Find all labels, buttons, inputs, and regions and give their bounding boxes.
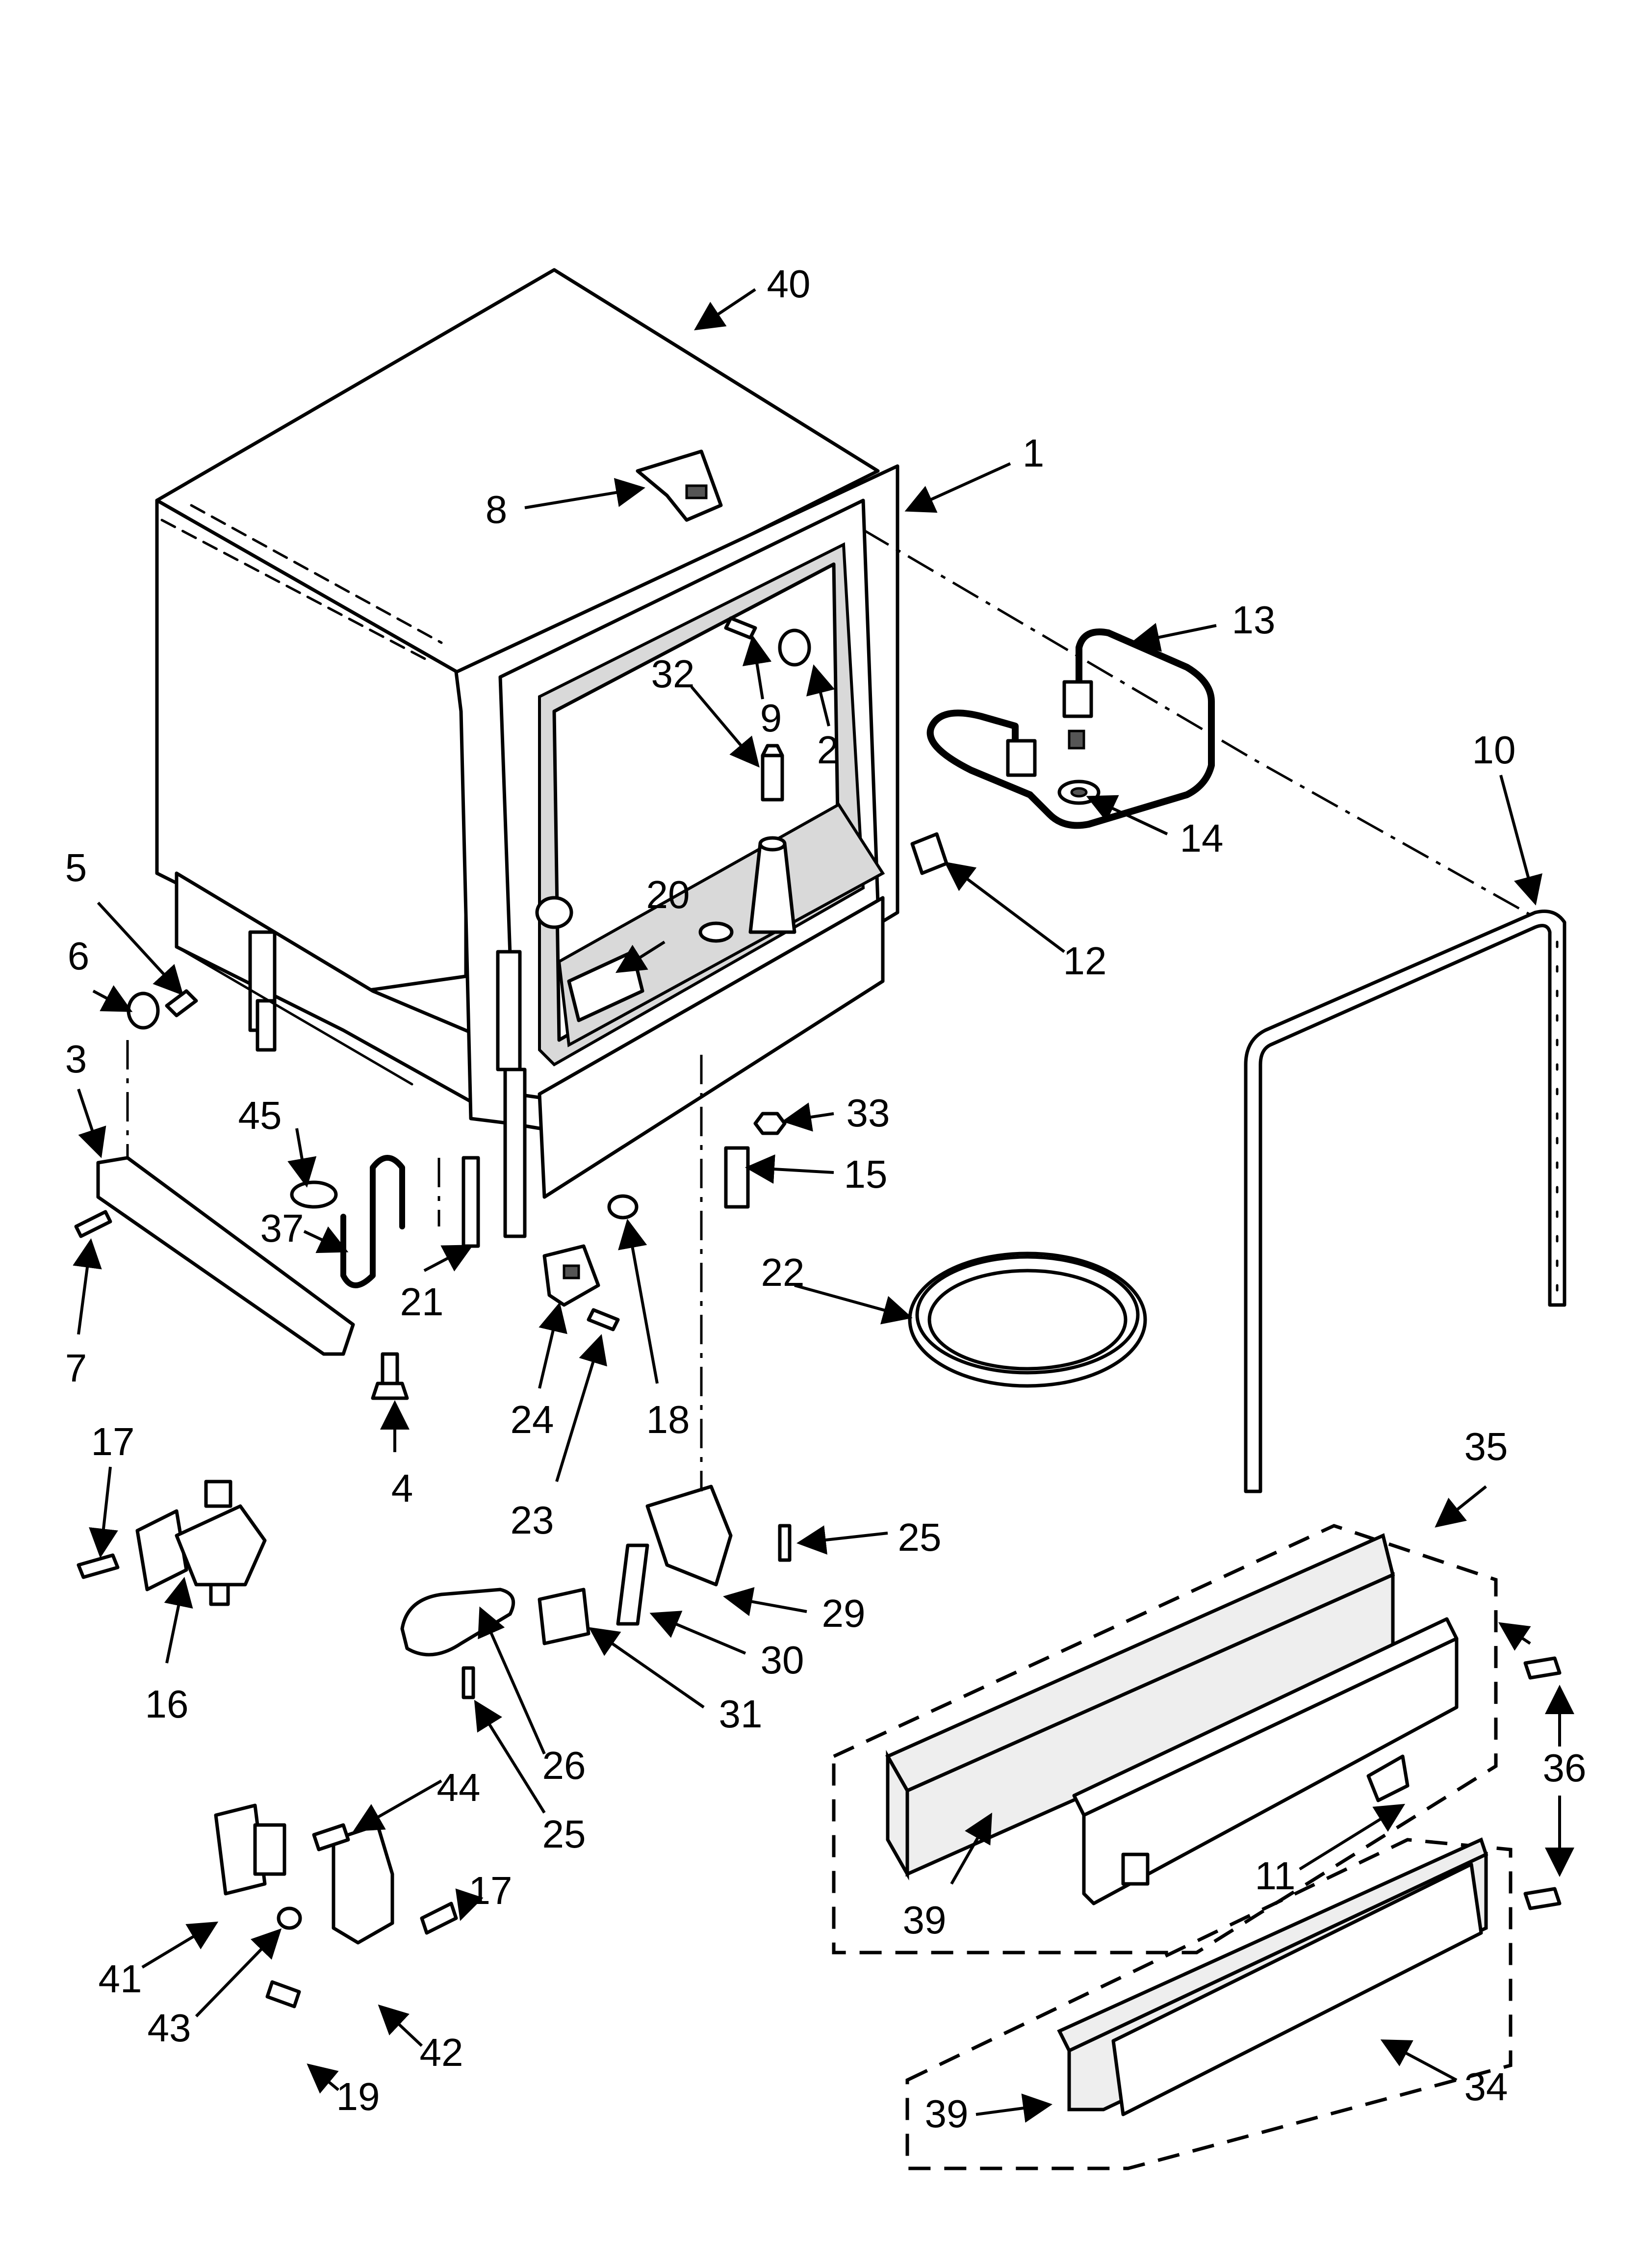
callout-37: 37 (260, 1206, 304, 1250)
vent-hose-assembly (926, 628, 1215, 829)
screw (587, 1308, 620, 1331)
latch-assembly (538, 1485, 733, 1645)
callout-34: 34 (1464, 2065, 1508, 2109)
callout-23: 23 (511, 1498, 554, 1542)
callout-45: 45 (238, 1094, 282, 1137)
callout-31: 31 (719, 1692, 763, 1736)
callout-43: 43 (148, 2006, 191, 2050)
callout-3: 3 (65, 1037, 87, 1081)
callout-21: 21 (400, 1280, 444, 1324)
callout-29: 29 (822, 1591, 866, 1635)
callout-7: 7 (65, 1346, 87, 1390)
clip (910, 832, 949, 875)
nut (753, 1112, 787, 1135)
toe-panel-kit (832, 1524, 1513, 2170)
tub-assembly (155, 268, 899, 1238)
callout-35: 35 (1464, 1425, 1508, 1468)
callout-41: 41 (99, 1957, 142, 2001)
callout-8: 8 (486, 488, 508, 531)
water-valve (135, 1480, 267, 1606)
insulation-strip (462, 1156, 480, 1248)
callout-16: 16 (145, 1682, 189, 1726)
screw (778, 1524, 792, 1562)
callout-15: 15 (844, 1152, 888, 1196)
screw (165, 989, 198, 1017)
callout-9: 9 (760, 696, 782, 740)
callout-39b: 39 (925, 2092, 969, 2136)
callout-18: 18 (646, 1398, 690, 1441)
callout-44: 44 (437, 1766, 481, 1809)
callout-25a: 25 (898, 1515, 942, 1559)
callout-12: 12 (1063, 939, 1107, 983)
mounting-bracket-group (214, 1803, 458, 2008)
thermostat (607, 1194, 639, 1220)
callout-2: 2 (817, 728, 839, 772)
drain-hose (340, 1155, 405, 1288)
callout-5: 5 (65, 846, 87, 889)
callout-42: 42 (420, 2031, 463, 2074)
callout-14: 14 (1180, 816, 1224, 860)
callout-labels: 40 1 8 9 2 32 13 14 10 12 20 33 15 22 5 … (65, 262, 1587, 2136)
callout-32: 32 (651, 652, 695, 696)
callout-30: 30 (761, 1638, 804, 1682)
callout-39a: 39 (903, 1898, 947, 1942)
screw (77, 1553, 120, 1579)
screw (1523, 1887, 1562, 1910)
fitting (778, 628, 811, 667)
callout-25b: 25 (542, 1812, 586, 1856)
screw (1523, 1656, 1562, 1680)
frame-rail (1244, 910, 1566, 1493)
screw (462, 1666, 475, 1699)
pin (761, 744, 784, 802)
callout-26: 26 (542, 1744, 586, 1787)
screw (74, 1210, 112, 1238)
standoff (724, 1146, 750, 1209)
callout-6: 6 (68, 934, 90, 978)
callout-13: 13 (1232, 598, 1276, 642)
callout-1: 1 (1023, 431, 1045, 475)
callout-17b: 17 (469, 1869, 513, 1912)
callout-19: 19 (336, 2075, 380, 2118)
callout-24: 24 (511, 1398, 554, 1441)
callout-11: 11 (1255, 1854, 1295, 1898)
callout-33: 33 (847, 1091, 890, 1135)
hose-clamp (290, 1180, 338, 1209)
latch-lever (400, 1588, 515, 1657)
callout-17a: 17 (91, 1420, 135, 1463)
callout-40: 40 (767, 262, 811, 306)
callout-4: 4 (391, 1466, 413, 1510)
callout-22: 22 (761, 1251, 805, 1294)
top-mounting-bracket (636, 449, 723, 522)
leader-lines (73, 288, 1574, 2123)
callout-10: 10 (1472, 728, 1516, 772)
callout-20: 20 (646, 873, 690, 916)
switch-assembly (542, 1244, 600, 1307)
ring-gasket (908, 1251, 1147, 1388)
callout-36: 36 (1543, 1746, 1587, 1790)
alignment-line (862, 528, 1536, 919)
leveling-leg (371, 1352, 409, 1400)
washer (127, 991, 160, 1030)
